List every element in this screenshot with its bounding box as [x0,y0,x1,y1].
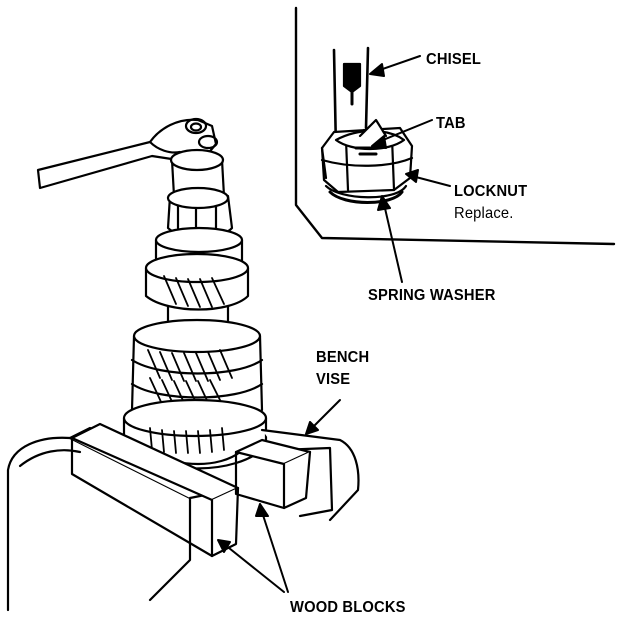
leader-spring-washer [384,204,402,282]
label-chisel: CHISEL [426,51,482,68]
arrow-locknut [406,170,418,182]
leader-locknut [412,176,450,186]
arrow-chisel [370,64,384,76]
leader-wood-block-left [224,544,284,592]
label-vise: VISE [316,371,351,388]
locknut [322,120,412,192]
wood-blocks [72,424,310,556]
inset-border [296,8,614,244]
arrow-wood-block-left [218,540,230,552]
label-spring-washer: SPRING WASHER [368,287,496,304]
arrow-bench-vise [306,422,318,434]
label-tab: TAB [436,115,466,132]
arrow-wood-block-right [256,504,268,516]
countershaft-assembly [124,150,266,469]
label-bench: BENCH [316,349,370,366]
leader-bench-vise [310,400,340,430]
leader-wood-block-right [262,512,288,592]
callout-leaders [218,56,450,592]
label-replace-note: Replace. [454,205,514,222]
arrow-tab [372,136,386,148]
label-locknut: LOCKNUT [454,183,528,200]
leader-tab [378,120,432,142]
locknut-inset-panel [296,8,614,244]
spring-washer [326,186,406,203]
label-wood-blocks: WOOD BLOCKS [290,599,406,616]
arrow-spring-washer [378,196,390,210]
